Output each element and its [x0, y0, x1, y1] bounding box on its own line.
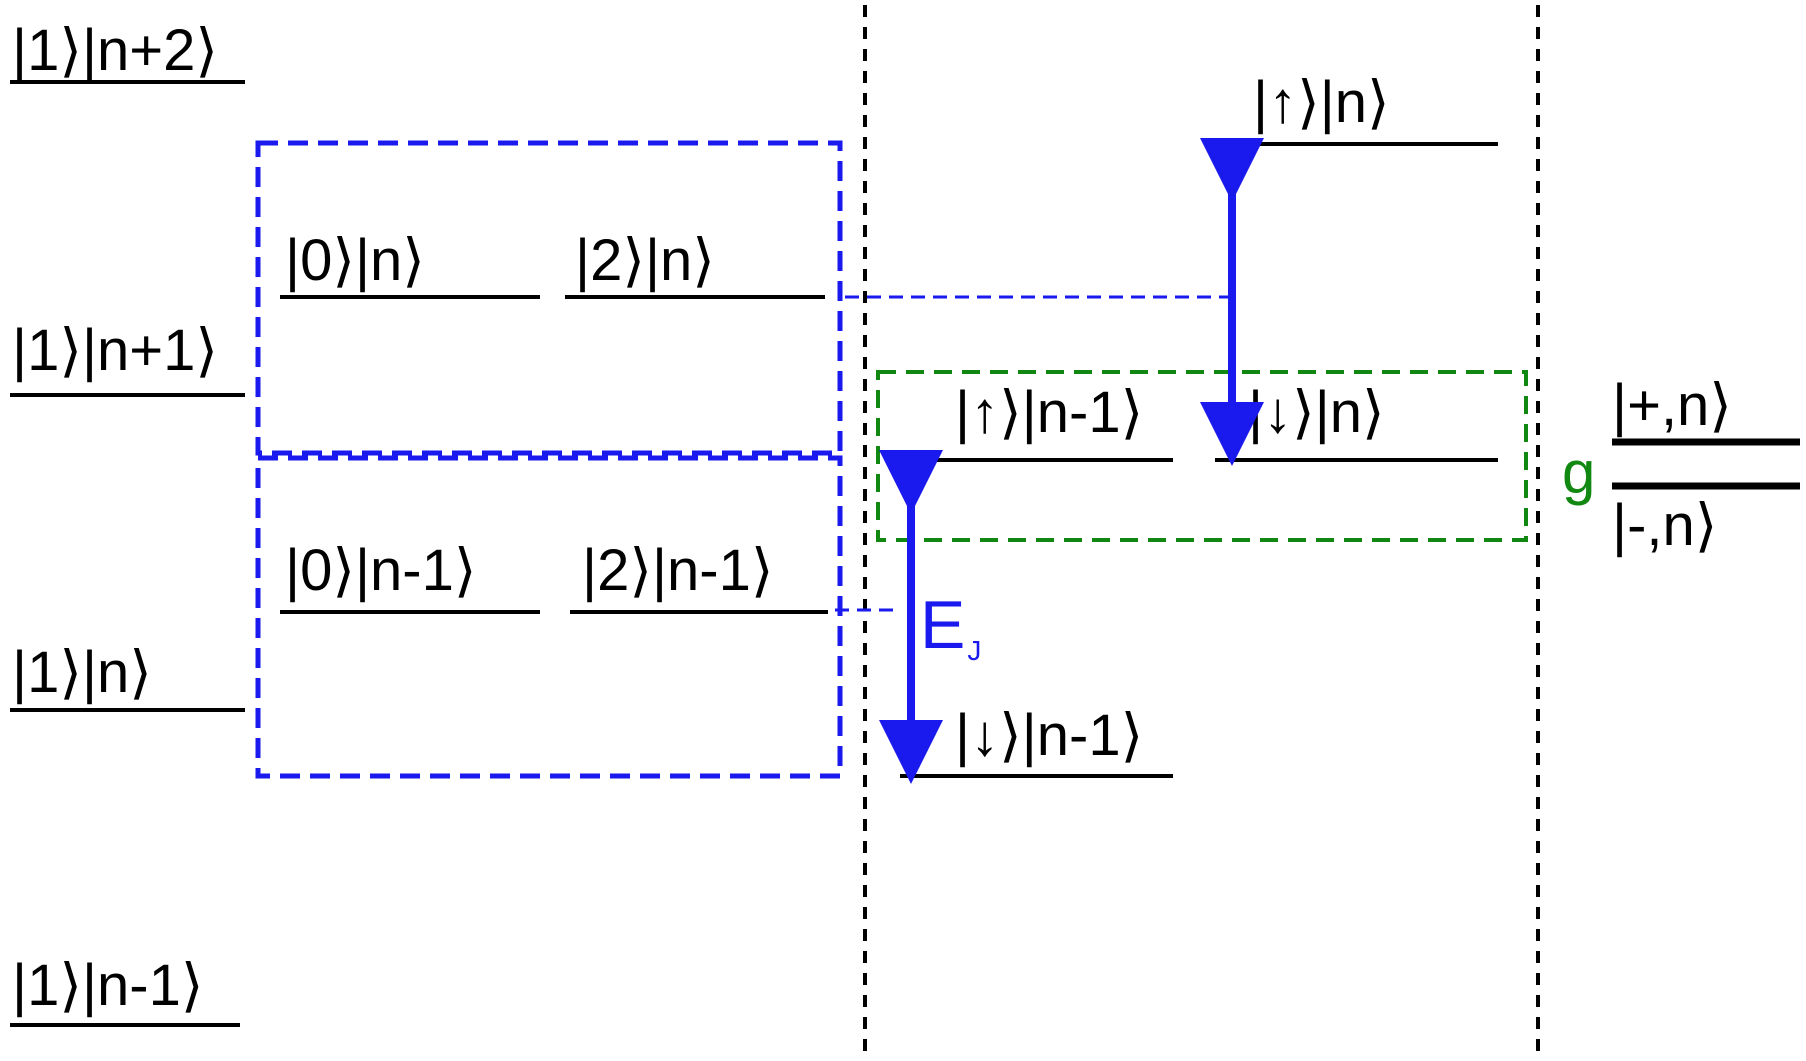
ej-label-sub: J [967, 635, 981, 666]
column-1: |1⟩|n+2⟩ |1⟩|n+1⟩ |1⟩|n⟩ |1⟩|n-1⟩ [10, 18, 245, 1027]
ej-label-main: E [920, 587, 965, 663]
column-4: g |+,n⟩ |-,n⟩ [1562, 373, 1800, 558]
level-label-up-n-minus-1: |↑⟩|n-1⟩ [955, 380, 1143, 445]
level-label-0-n-minus-1: |0⟩|n-1⟩ [285, 538, 476, 603]
blue-box-upper [255, 140, 843, 456]
level-label-down-n-minus-1: |↓⟩|n-1⟩ [955, 703, 1143, 768]
level-label-2-n: |2⟩|n⟩ [575, 228, 715, 293]
column-2: |0⟩|n⟩ |2⟩|n⟩ |0⟩|n-1⟩ |2⟩|n-1⟩ [255, 140, 1240, 779]
level-label-0-n: |0⟩|n⟩ [285, 228, 425, 293]
level-label-1-n-minus-1: |1⟩|n-1⟩ [12, 953, 203, 1018]
level-label-up-n: |↑⟩|n⟩ [1253, 70, 1390, 135]
level-label-down-n: |↓⟩|n⟩ [1248, 380, 1385, 445]
column-3: |↑⟩|n⟩ |↑⟩|n-1⟩ |↓⟩|n⟩ |↓⟩|n-1⟩ EJ [876, 70, 1528, 784]
ej-label: EJ [920, 587, 981, 666]
level-label-minus-n: |-,n⟩ [1612, 493, 1717, 558]
level-label-1-n-plus-1: |1⟩|n+1⟩ [12, 318, 218, 383]
level-label-1-n: |1⟩|n⟩ [12, 640, 152, 705]
blue-box-lower [255, 455, 843, 779]
level-label-1-n-plus-2: |1⟩|n+2⟩ [12, 18, 218, 83]
level-label-2-n-minus-1: |2⟩|n-1⟩ [582, 538, 773, 603]
level-label-plus-n: |+,n⟩ [1612, 373, 1732, 438]
coupling-label: g [1562, 439, 1595, 506]
